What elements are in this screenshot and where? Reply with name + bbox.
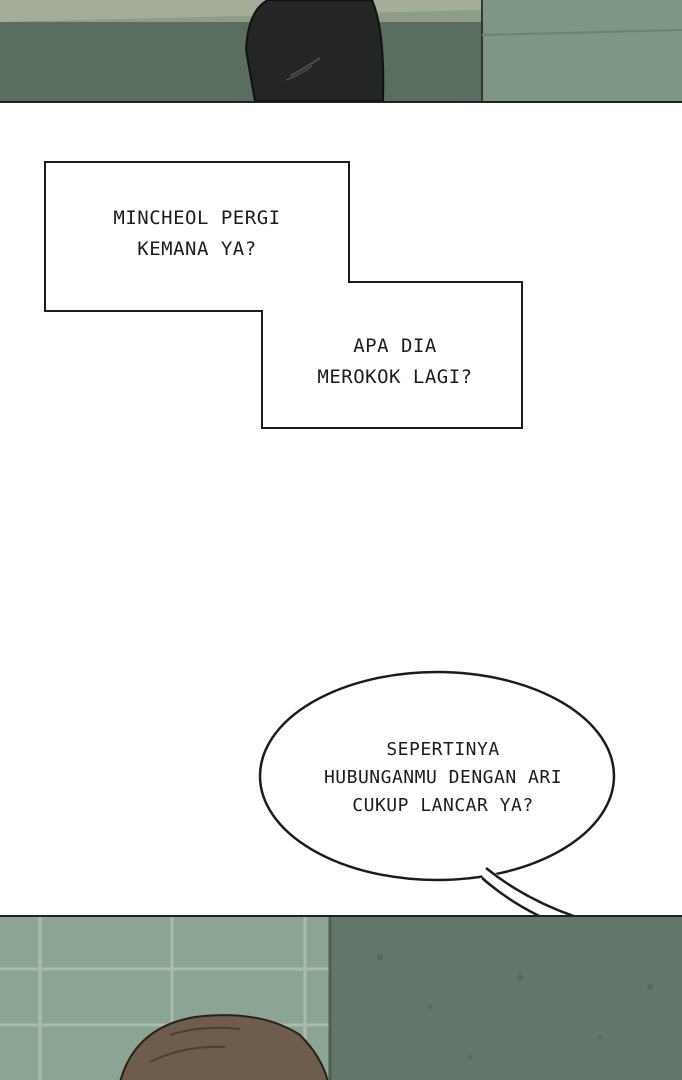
- wall-texture: [377, 954, 653, 1059]
- bottom-panel-illustration: [0, 917, 682, 1080]
- top-art-panel: [0, 0, 682, 103]
- tile-line: [481, 29, 682, 36]
- tiled-wall: [482, 0, 682, 101]
- caption-2: APA DIA MEROKOK LAGI?: [285, 331, 505, 393]
- hair-line-2: [149, 1045, 226, 1063]
- caption-1: MINCHEOL PERGI KEMANA YA?: [62, 203, 332, 265]
- bubble-line-1: SEPERTINYA: [386, 739, 500, 760]
- bubble-line-2: HUBUNGANMU DENGAN ARI: [323, 767, 563, 788]
- speech-bubble-text: SEPERTINYA HUBUNGANMU DENGAN ARI CUKUP L…: [280, 736, 606, 820]
- hair-line: [169, 1026, 241, 1036]
- dark-figure-silhouette: [244, 0, 385, 101]
- caption-2-line-2: MEROKOK LAGI?: [317, 366, 473, 388]
- clothing-fold: [289, 57, 321, 77]
- caption-1-line-2: KEMANA YA?: [137, 238, 257, 260]
- bubble-line-3: CUKUP LANCAR YA?: [352, 795, 534, 816]
- caption-1-line-1: MINCHEOL PERGI: [113, 207, 281, 229]
- clothing-fold-2: [285, 65, 313, 81]
- caption-2-line-1: APA DIA: [353, 335, 437, 357]
- top-panel-illustration: [0, 0, 682, 101]
- bottom-art-panel: [0, 915, 682, 1080]
